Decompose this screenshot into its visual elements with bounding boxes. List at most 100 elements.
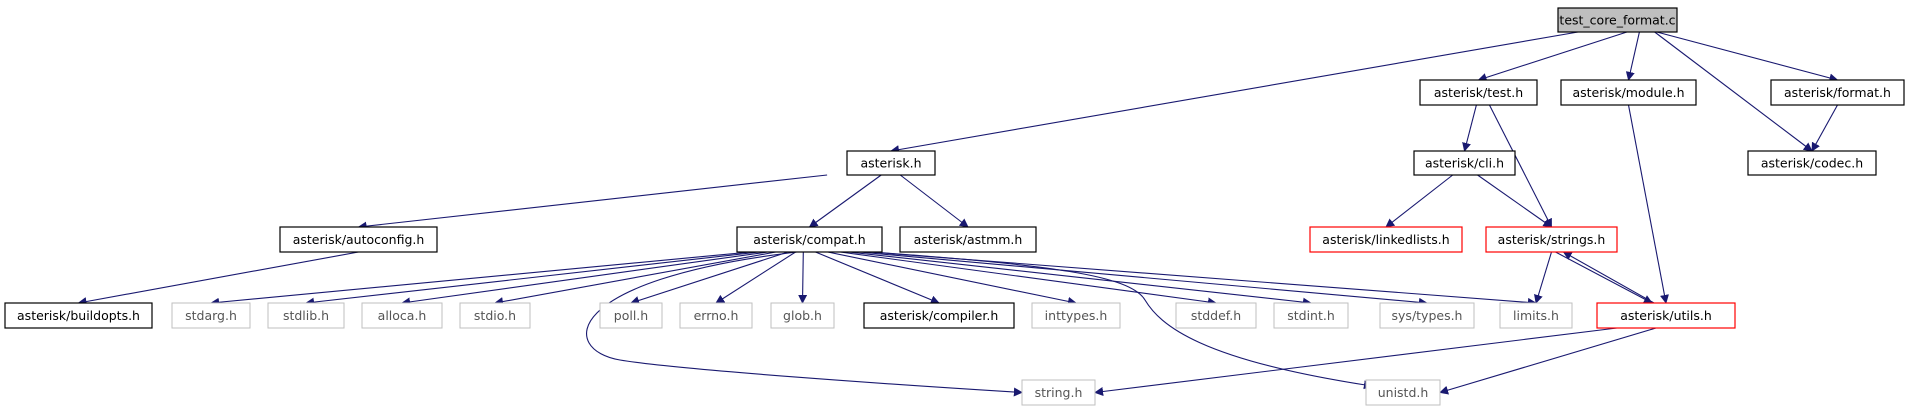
node-inttypes_h: inttypes.h — [1031, 302, 1121, 329]
edge-test_core_format-to-codec_h — [1654, 31, 1813, 152]
edge-utils_h-to-unistd_h — [1439, 327, 1657, 395]
edge-compat_h-to-stdlib_h — [305, 251, 760, 307]
node-label-string_h: string.h — [1035, 385, 1083, 400]
edge-test_core_format-to-format_h — [1656, 31, 1839, 83]
edge-strings_h-to-limits_h — [1534, 251, 1553, 304]
node-box-stdarg_h — [171, 302, 251, 329]
node-label-compat_h: asterisk/compat.h — [753, 232, 865, 247]
node-box-systypes_h — [1379, 302, 1475, 329]
node-box-test_h — [1419, 79, 1538, 106]
node-compat_h[interactable]: asterisk/compat.h — [736, 226, 883, 253]
node-label-utils_h: asterisk/utils.h — [1620, 308, 1712, 323]
edge-compat_h-to-unistd_h — [871, 251, 1373, 390]
node-stdlib_h: stdlib.h — [267, 302, 345, 329]
edge-compat_h-to-systypes_h — [859, 251, 1428, 307]
node-autoconfig_h[interactable]: asterisk/autoconfig.h — [279, 226, 438, 253]
node-compiler_h[interactable]: asterisk/compiler.h — [863, 302, 1015, 329]
node-label-linkedlists_h: asterisk/linkedlists.h — [1322, 232, 1449, 247]
node-label-test_core_format: test_core_format.c — [1559, 13, 1675, 28]
node-label-test_h: asterisk/test.h — [1434, 85, 1523, 100]
node-box-string_h — [1021, 379, 1096, 406]
node-label-asterisk_h: asterisk.h — [860, 156, 921, 171]
node-stddef_h: stddef.h — [1175, 302, 1257, 329]
edge-compat_h-to-glob_h — [798, 251, 808, 304]
node-label-limits_h: limits.h — [1513, 308, 1559, 323]
node-codec_h[interactable]: asterisk/codec.h — [1747, 150, 1877, 176]
node-test_core_format: test_core_format.c — [1557, 7, 1678, 33]
node-label-module_h: asterisk/module.h — [1572, 85, 1684, 100]
node-box-linkedlists_h — [1309, 226, 1463, 253]
edge-utils_h-to-string_h — [1094, 327, 1618, 396]
node-label-systypes_h: sys/types.h — [1392, 308, 1463, 323]
node-utils_h[interactable]: asterisk/utils.h — [1596, 302, 1736, 329]
node-systypes_h: sys/types.h — [1379, 302, 1475, 329]
edge-compat_h-to-errno_h — [715, 251, 796, 304]
edge-compat_h-to-stdint_h — [848, 251, 1312, 307]
edge-asterisk_h-to-autoconfig_h — [357, 174, 828, 231]
node-glob_h: glob.h — [770, 302, 835, 329]
node-label-format_h: asterisk/format.h — [1784, 85, 1891, 100]
node-alloca_h: alloca.h — [361, 302, 443, 329]
node-label-codec_h: asterisk/codec.h — [1761, 156, 1863, 171]
edge-compat_h-to-poll_h — [630, 251, 789, 305]
node-label-cli_h: asterisk/cli.h — [1425, 156, 1504, 171]
edge-module_h-to-utils_h — [1627, 104, 1669, 304]
node-label-poll_h: poll.h — [614, 308, 648, 323]
node-label-stdint_h: stdint.h — [1287, 308, 1335, 323]
node-box-glob_h — [770, 302, 835, 329]
node-linkedlists_h[interactable]: asterisk/linkedlists.h — [1309, 226, 1463, 253]
node-strings_h[interactable]: asterisk/strings.h — [1485, 226, 1618, 253]
node-limits_h: limits.h — [1499, 302, 1573, 329]
edge-test_h-to-cli_h — [1462, 104, 1477, 152]
node-box-inttypes_h — [1031, 302, 1121, 329]
node-box-poll_h — [599, 302, 663, 329]
node-box-format_h — [1770, 79, 1905, 106]
node-box-alloca_h — [361, 302, 443, 329]
node-box-utils_h — [1596, 302, 1736, 329]
node-label-stdarg_h: stdarg.h — [185, 308, 237, 323]
node-asterisk_h[interactable]: asterisk.h — [846, 150, 936, 176]
edge-compat_h-to-stddef_h — [840, 251, 1217, 307]
node-poll_h: poll.h — [599, 302, 663, 329]
node-label-unistd_h: unistd.h — [1378, 385, 1429, 400]
edge-cli_h-to-strings_h — [1477, 174, 1553, 228]
edge-test_core_format-to-asterisk_h — [890, 31, 1579, 155]
edge-compat_h-to-stdarg_h — [210, 251, 751, 307]
edge-utils_h-to-strings_h — [1562, 251, 1655, 304]
node-module_h[interactable]: asterisk/module.h — [1560, 79, 1697, 106]
node-label-errno_h: errno.h — [694, 308, 739, 323]
node-buildopts_h[interactable]: asterisk/buildopts.h — [4, 302, 153, 329]
node-label-stdlib_h: stdlib.h — [283, 308, 329, 323]
node-format_h[interactable]: asterisk/format.h — [1770, 79, 1905, 106]
node-box-limits_h — [1499, 302, 1573, 329]
node-box-compat_h — [736, 226, 883, 253]
node-box-stdint_h — [1273, 302, 1349, 329]
edge-test_h-to-strings_h — [1488, 104, 1552, 228]
node-label-stdio_h: stdio.h — [474, 308, 516, 323]
node-label-stddef_h: stddef.h — [1191, 308, 1241, 323]
node-box-strings_h — [1485, 226, 1618, 253]
node-box-autoconfig_h — [279, 226, 438, 253]
node-box-stdlib_h — [267, 302, 345, 329]
node-label-glob_h: glob.h — [783, 308, 822, 323]
edge-asterisk_h-to-astmm_h — [899, 174, 969, 228]
node-layer: test_core_format.c asterisk.h asterisk/tes… — [4, 7, 1905, 406]
edge-compat_h-to-compiler_h — [815, 251, 940, 305]
node-errno_h: errno.h — [679, 302, 753, 329]
edge-cli_h-to-linkedlists_h — [1385, 174, 1454, 228]
node-astmm_h[interactable]: asterisk/astmm.h — [899, 226, 1037, 253]
node-stdio_h: stdio.h — [459, 302, 531, 329]
node-box-errno_h — [679, 302, 753, 329]
edge-format_h-to-codec_h — [1811, 104, 1838, 152]
edge-compat_h-to-string_h — [586, 251, 1023, 397]
node-label-alloca_h: alloca.h — [378, 308, 427, 323]
edge-layer — [77, 31, 1839, 397]
node-box-test_core_format — [1557, 7, 1678, 33]
node-cli_h[interactable]: asterisk/cli.h — [1413, 150, 1516, 176]
node-box-astmm_h — [899, 226, 1037, 253]
node-label-strings_h: asterisk/strings.h — [1498, 232, 1606, 247]
edge-compat_h-to-alloca_h — [401, 251, 768, 307]
node-test_h[interactable]: asterisk/test.h — [1419, 79, 1538, 106]
node-box-codec_h — [1747, 150, 1877, 176]
